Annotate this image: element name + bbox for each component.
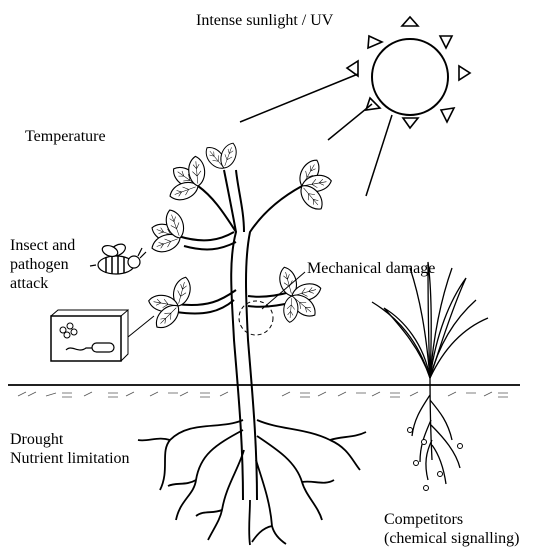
insect-label-line: Insect and: [10, 236, 75, 255]
insect-label-line: pathogen: [10, 255, 75, 274]
soil-surface: [8, 385, 520, 397]
temperature-label: Temperature: [25, 127, 106, 146]
sun-icon: [347, 17, 470, 128]
mechanical-damage-label: Mechanical damage: [307, 259, 435, 278]
signalling-droplets: [408, 428, 463, 491]
drought-label-line: Nutrient limitation: [10, 449, 130, 468]
insect-label-line: attack: [10, 274, 75, 293]
drought-label: Drought Nutrient limitation: [10, 430, 130, 468]
pathogen-inset-icon: [51, 310, 154, 361]
bee-icon: [90, 242, 146, 274]
plant-icon: [147, 141, 332, 500]
roots-icon: [138, 420, 366, 545]
competitors-label: Competitors (chemical signalling): [384, 510, 520, 547]
competitors-label-line: (chemical signalling): [384, 529, 520, 547]
competitors-label-line: Competitors: [384, 510, 520, 529]
insect-pathogen-label: Insect and pathogen attack: [10, 236, 75, 293]
drought-label-line: Drought: [10, 430, 130, 449]
sunlight-label: Intense sunlight / UV: [196, 11, 333, 30]
grass-icon: [372, 262, 488, 484]
